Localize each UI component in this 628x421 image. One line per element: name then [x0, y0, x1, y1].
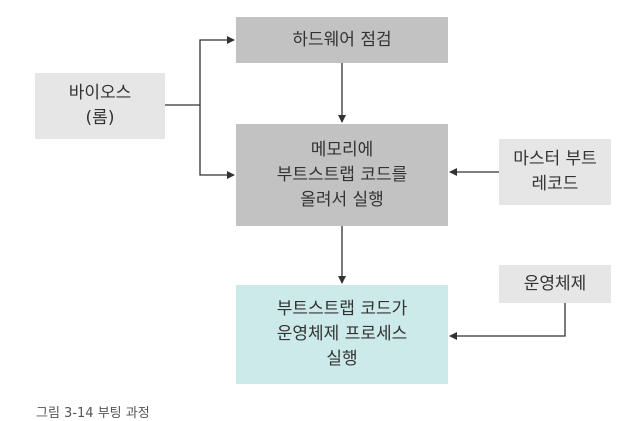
os-label: 운영체제	[523, 273, 587, 294]
master-boot-record-node: 마스터 부트 레코드	[499, 139, 611, 205]
edge-bios-branch	[165, 36, 235, 106]
hardware-check-node: 하드웨어 점검	[236, 17, 448, 63]
bootstrap-exec-node: 부트스트랩 코드가 운영체제 프로세스 실행	[236, 285, 448, 384]
mbr-label-line-1: 마스터 부트	[513, 149, 597, 169]
flow-connectors	[165, 36, 566, 340]
bios-label-line-2: (롬)	[85, 108, 115, 128]
memory-bootstrap-label-line-3: 올려서 실행	[300, 189, 384, 210]
memory-bootstrap-label-line-2: 부트스트랩 코드를	[276, 164, 408, 185]
hardware-check-label: 하드웨어 점검	[292, 29, 392, 50]
memory-bootstrap-node: 메모리에 부트스트랩 코드를 올려서 실행	[236, 124, 448, 226]
operating-system-node: 운영체제	[499, 265, 611, 303]
edge-bios-to-memory	[199, 105, 235, 179]
bios-node: 바이오스 (롬)	[35, 73, 165, 139]
mbr-label-line-2: 레코드	[531, 174, 579, 194]
memory-bootstrap-label-line-1: 메모리에	[310, 139, 374, 160]
bootstrap-exec-label-line-2: 운영체제 프로세스	[276, 324, 408, 344]
edge-os-to-exec	[449, 303, 566, 340]
bios-label-line-1: 바이오스	[68, 83, 132, 103]
bootstrap-exec-label-line-3: 실행	[326, 349, 358, 369]
bootstrap-exec-label-line-1: 부트스트랩 코드가	[276, 299, 408, 319]
figure-caption: 그림 3-14 부팅 과정	[36, 406, 150, 421]
